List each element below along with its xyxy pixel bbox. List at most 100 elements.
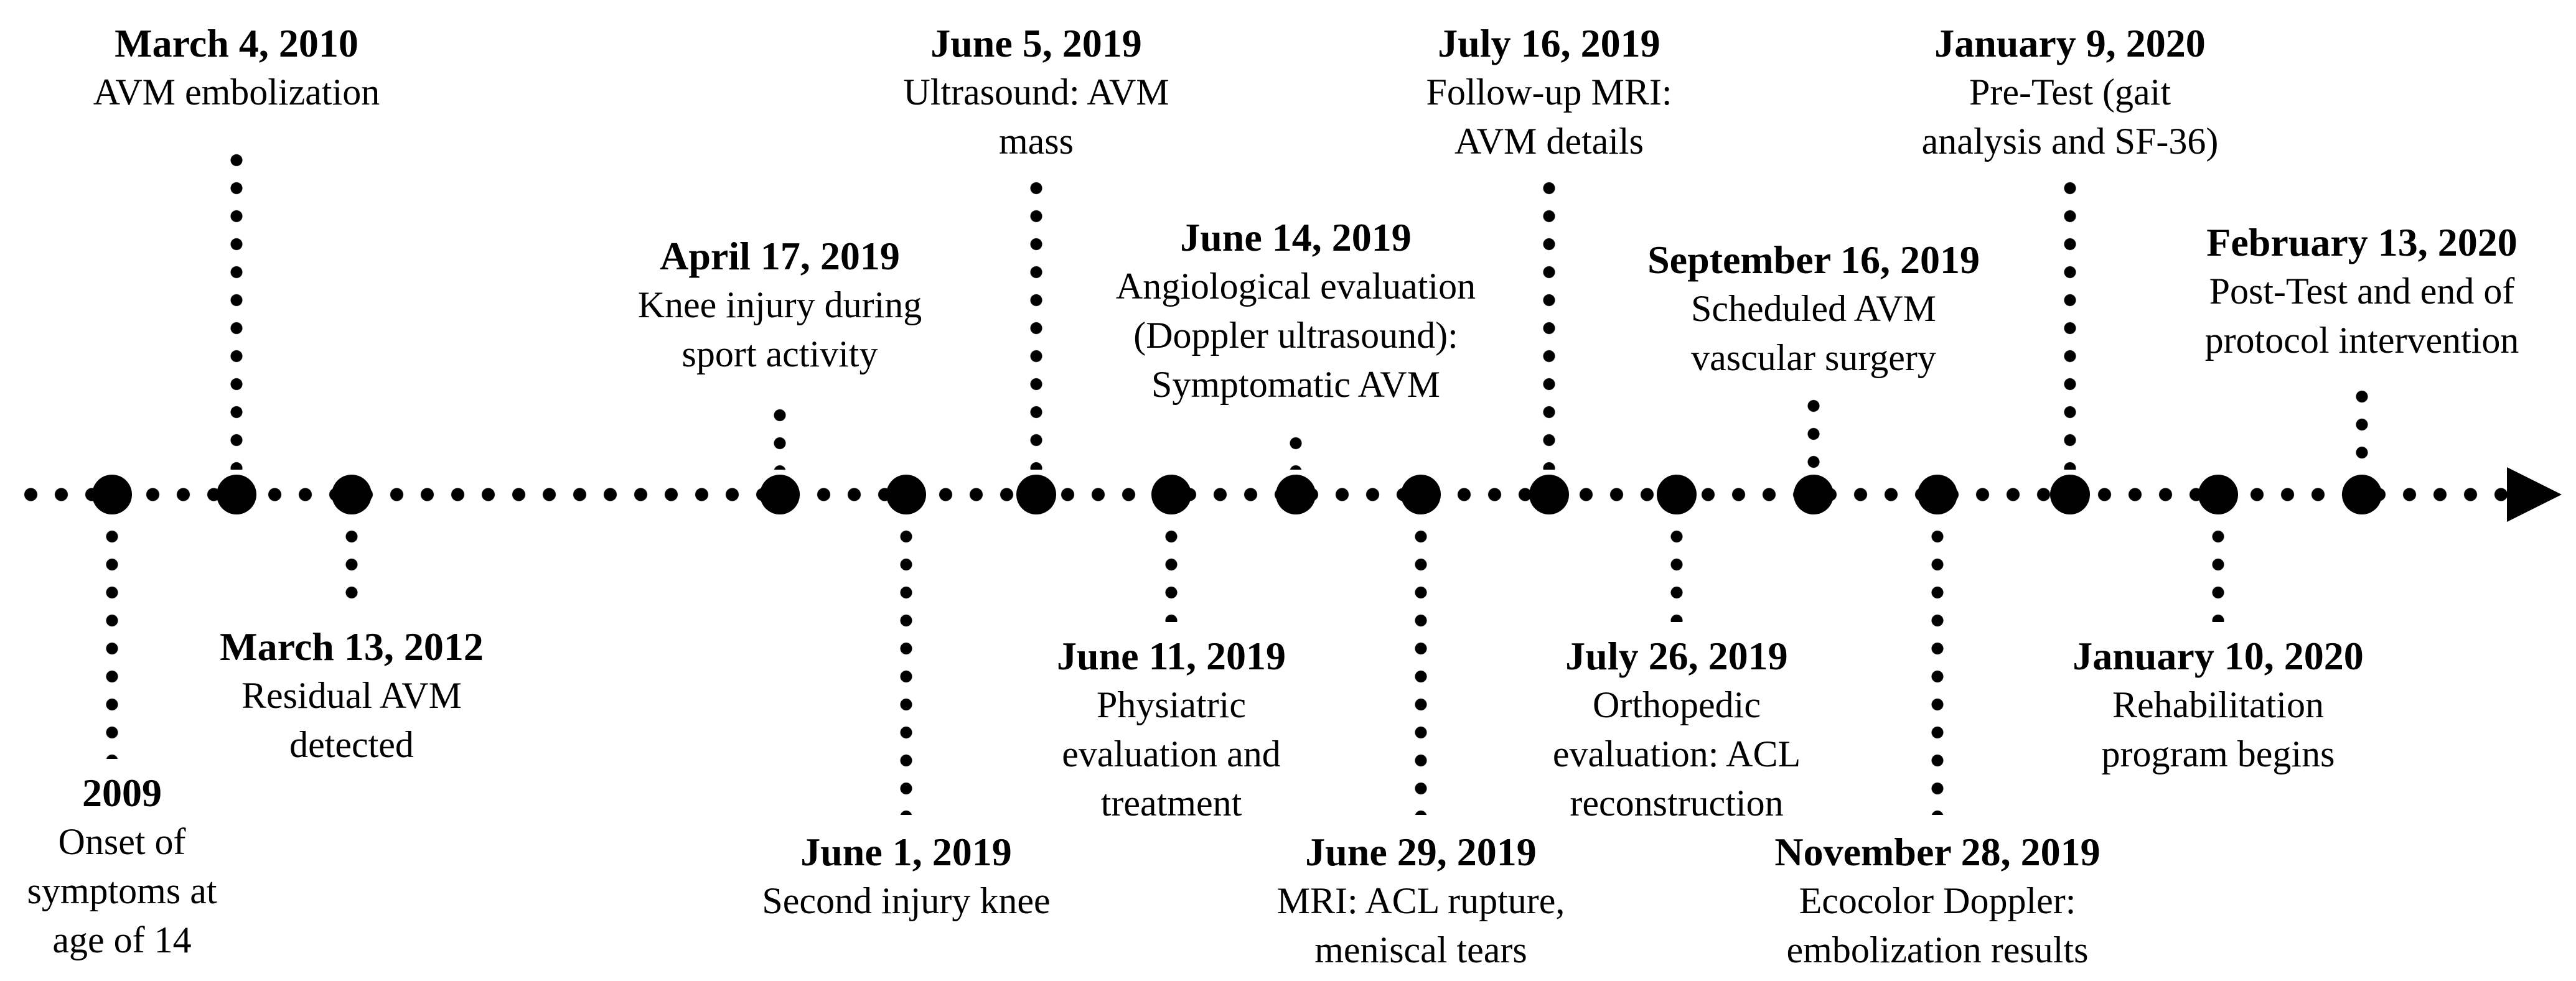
event-label: March 13, 2012 Residual AVM detected	[220, 622, 484, 769]
timeline-node-dot	[1657, 475, 1697, 514]
timeline-arrowhead-icon	[2507, 467, 2562, 522]
event-text-line: sport activity	[681, 333, 878, 374]
event-text-line: Ecocolor Doppler:	[1799, 880, 2076, 921]
dotted-connector	[1164, 523, 1178, 622]
event-label: November 28, 2019 Ecocolor Doppler: embo…	[1774, 827, 2100, 975]
event-text-line: detected	[289, 724, 414, 765]
event-label: April 17, 2019 Knee injury during sport …	[638, 231, 922, 379]
timeline-node-dot	[2342, 475, 2382, 514]
dotted-connector	[105, 523, 119, 759]
event-date: September 16, 2019	[1647, 238, 1980, 282]
timeline-node-dot	[1529, 475, 1569, 514]
event-date: January 10, 2020	[2073, 634, 2364, 678]
timeline-node-dot	[1401, 475, 1441, 514]
event-label: February 13, 2020 Post-Test and end of p…	[2205, 218, 2519, 365]
event-text-line: Scheduled AVM	[1691, 288, 1936, 329]
event-label: June 14, 2019 Angiological evaluation (D…	[1116, 213, 1476, 409]
event-date: June 1, 2019	[800, 830, 1012, 874]
event-text-line: program begins	[2101, 733, 2335, 774]
event-text-line: Second injury knee	[762, 880, 1051, 921]
event-text-line: Follow-up MRI:	[1426, 72, 1672, 113]
event-text-line: Orthopedic	[1593, 684, 1761, 725]
timeline-node-dot	[92, 475, 132, 514]
event-date: June 5, 2019	[930, 21, 1142, 65]
event-label: March 4, 2010 AVM embolization	[93, 19, 380, 117]
dotted-connector	[1029, 174, 1043, 470]
event-date: February 13, 2020	[2206, 220, 2517, 264]
event-label: July 26, 2019 Orthopedic evaluation: ACL…	[1553, 631, 1801, 828]
event-text-line: vascular surgery	[1691, 337, 1936, 378]
event-text-line: Symptomatic AVM	[1151, 364, 1440, 405]
event-date: March 4, 2010	[115, 21, 358, 65]
event-label: 2009 Onset of symptoms at age of 14	[27, 768, 217, 965]
event-text-line: embolization results	[1786, 929, 2089, 970]
event-text-line: treatment	[1100, 783, 1242, 824]
event-text-line: reconstruction	[1570, 783, 1784, 824]
event-text-line: Residual AVM	[241, 675, 462, 716]
event-date: June 11, 2019	[1056, 634, 1286, 678]
event-text-line: (Doppler ultrasound):	[1133, 315, 1458, 356]
timeline-node-dot	[2198, 475, 2238, 514]
event-date: March 13, 2012	[220, 625, 484, 669]
event-text-line: age of 14	[52, 919, 192, 960]
event-text-line: Post-Test and end of	[2209, 271, 2515, 312]
event-label: July 16, 2019 Follow-up MRI: AVM details	[1426, 19, 1672, 166]
event-date: January 9, 2020	[1934, 21, 2206, 65]
timeline-node-dot	[1151, 475, 1191, 514]
dotted-connector	[1807, 392, 1820, 470]
timeline-axis	[16, 488, 2511, 501]
timeline-node-dot	[760, 475, 800, 514]
dotted-connector	[1542, 174, 1556, 470]
event-text-line: Pre-Test (gait	[1969, 72, 2171, 113]
dotted-connector	[1289, 429, 1303, 470]
event-text-line: MRI: ACL rupture,	[1276, 880, 1565, 921]
event-text-line: evaluation: ACL	[1552, 733, 1801, 774]
dotted-connector	[2211, 523, 2225, 622]
event-label: September 16, 2019 Scheduled AVM vascula…	[1647, 235, 1980, 383]
event-label: June 11, 2019 Physiatric evaluation and …	[1057, 631, 1286, 828]
event-text-line: evaluation and	[1062, 733, 1281, 774]
event-label: January 10, 2020 Rehabilitation program …	[2073, 631, 2364, 779]
dotted-connector	[1931, 523, 1944, 815]
dotted-connector	[899, 523, 913, 815]
event-date: November 28, 2019	[1774, 830, 2101, 874]
event-text-line: AVM embolization	[93, 72, 380, 113]
event-text-line: Knee injury during	[637, 284, 922, 325]
event-date: 2009	[82, 771, 162, 815]
timeline-node-dot	[886, 475, 926, 514]
dotted-connector	[345, 523, 358, 613]
event-date: July 16, 2019	[1438, 21, 1660, 65]
timeline-node-dot	[332, 475, 372, 514]
event-date: July 26, 2019	[1565, 634, 1788, 678]
timeline-node-dot	[217, 475, 256, 514]
timeline-node-dot	[1016, 475, 1056, 514]
event-text-line: symptoms at	[27, 870, 217, 911]
event-text-line: AVM details	[1454, 121, 1644, 162]
dotted-connector	[1414, 523, 1428, 815]
event-text-line: Onset of	[58, 821, 186, 862]
dotted-connector	[1670, 523, 1684, 622]
event-text-line: Physiatric	[1097, 684, 1246, 725]
event-text-line: Angiological evaluation	[1115, 266, 1476, 307]
timeline-node-dot	[1276, 475, 1316, 514]
event-date: April 17, 2019	[660, 234, 900, 278]
event-text-line: protocol intervention	[2204, 320, 2519, 361]
event-text-line: mass	[998, 121, 1074, 162]
timeline-node-dot	[1794, 475, 1834, 514]
timeline-node-dot	[1918, 475, 1957, 514]
event-label: January 9, 2020 Pre-Test (gait analysis …	[1922, 19, 2219, 166]
event-label: June 5, 2019 Ultrasound: AVM mass	[903, 19, 1169, 166]
timeline-node-dot	[2050, 475, 2090, 514]
event-text-line: Ultrasound: AVM	[903, 72, 1169, 113]
dotted-connector	[773, 401, 787, 470]
dotted-connector	[2355, 383, 2369, 470]
event-date: June 29, 2019	[1305, 830, 1537, 874]
event-text-line: Rehabilitation	[2112, 684, 2324, 725]
dotted-connector	[230, 146, 243, 470]
event-date: June 14, 2019	[1180, 215, 1412, 259]
event-text-line: analysis and SF-36)	[1921, 121, 2219, 162]
event-label: June 1, 2019 Second injury knee	[762, 827, 1050, 926]
dotted-connector	[2063, 174, 2077, 470]
event-label: June 29, 2019 MRI: ACL rupture, meniscal…	[1277, 827, 1565, 975]
